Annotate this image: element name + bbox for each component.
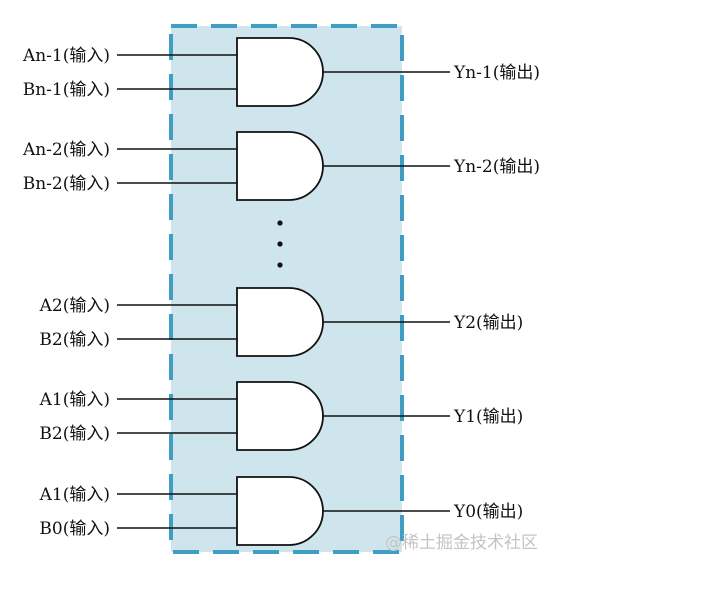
- gates-layer: An-1(输入) Bn-1(输入) Yn-1(输出) An-2(输入) Bn-2(输入)…: [22, 37, 540, 546]
- output-label: Y0(输出): [453, 502, 523, 522]
- input-b-label: B2(输入): [39, 330, 110, 350]
- input-a-label: A1(输入): [39, 485, 110, 505]
- input-b-label: Bn-1(输入): [23, 80, 110, 100]
- and-gate: [236, 381, 324, 451]
- input-b-label: B2(输入): [39, 424, 110, 444]
- input-a-label: A2(输入): [39, 296, 110, 316]
- ellipsis-dots: [277, 220, 283, 268]
- and-gate: [236, 131, 324, 201]
- input-a-label: An-2(输入): [22, 140, 110, 160]
- output-label: Y2(输出): [453, 313, 523, 333]
- input-a-label: A1(输入): [39, 390, 110, 410]
- output-label: Y1(输出): [453, 407, 523, 427]
- watermark: @稀土掘金技术社区: [385, 533, 538, 553]
- ellipsis-dot: [277, 262, 283, 268]
- input-b-label: B0(输入): [39, 519, 110, 539]
- input-b-label: Bn-2(输入): [23, 174, 110, 194]
- input-a-label: An-1(输入): [22, 46, 110, 66]
- and-gate: [236, 287, 324, 357]
- ellipsis-dot: [277, 241, 283, 247]
- output-label: Yn-2(输出): [453, 157, 540, 177]
- and-gate: [236, 37, 324, 107]
- and-gate: [236, 476, 324, 546]
- ellipsis-dot: [277, 220, 283, 226]
- output-label: Yn-1(输出): [453, 63, 540, 83]
